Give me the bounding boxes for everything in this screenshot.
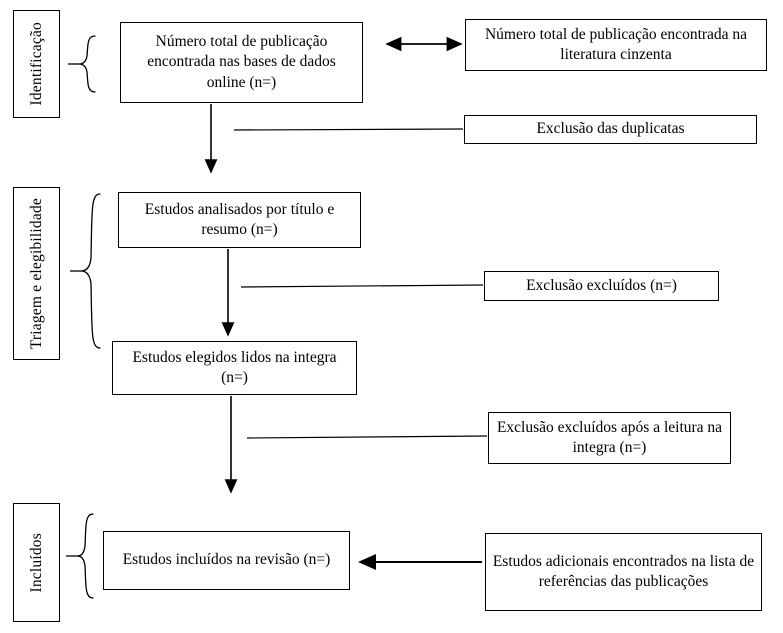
stage-label-incluidos-text: Incluídos xyxy=(27,532,45,593)
box-analisados-titulo-resumo: Estudos analisados por título e resumo (… xyxy=(118,192,361,248)
box-exclusao-excluidos: Exclusão excluídos (n=) xyxy=(484,271,719,301)
box-estudos-adicionais: Estudos adicionais encontrados na lista … xyxy=(485,533,762,611)
box-exclusao-excluidos-text: Exclusão excluídos (n=) xyxy=(526,276,677,294)
box-total-literatura-cinzenta: Número total de publicação encontrada na… xyxy=(465,19,767,71)
stage-label-identificacao: Identificação xyxy=(13,10,60,118)
box-total-bases-online: Número total de publicação encontrada na… xyxy=(120,22,363,103)
brace-identificacao-icon xyxy=(78,35,96,93)
box-estudos-adicionais-text: Estudos adicionais encontrados na lista … xyxy=(492,552,755,590)
box-total-literatura-cinzenta-text: Número total de publicação encontrada na… xyxy=(484,25,748,63)
box-incluidos-revisao: Estudos incluídos na revisão (n=) xyxy=(103,531,350,590)
box-exclusao-duplicatas-text: Exclusão das duplicatas xyxy=(536,120,685,138)
box-exclusao-duplicatas: Exclusão das duplicatas xyxy=(464,115,757,144)
brace-triagem-icon xyxy=(80,193,101,349)
leader-excluidos-icon xyxy=(240,284,484,288)
stage-label-incluidos: Incluídos xyxy=(13,503,60,622)
box-total-bases-online-text: Número total de publicação encontrada na… xyxy=(147,33,336,91)
brace-incluidos-icon xyxy=(76,513,94,599)
stage-label-triagem-text: Triagem e elegibilidade xyxy=(27,197,45,350)
leader-duplicatas-icon xyxy=(233,128,464,131)
box-analisados-titulo-resumo-text: Estudos analisados por título e resumo (… xyxy=(144,200,335,238)
box-exclusao-apos-leitura: Exclusão excluídos após a leitura na int… xyxy=(488,412,731,464)
box-elegidos-integra-text: Estudos elegidos lidos na integra (n=) xyxy=(132,348,337,386)
stage-label-identificacao-text: Identificação xyxy=(27,22,45,106)
box-elegidos-integra: Estudos elegidos lidos na integra (n=) xyxy=(112,341,357,395)
leader-apos-leitura-icon xyxy=(246,435,488,439)
box-incluidos-revisao-text: Estudos incluídos na revisão (n=) xyxy=(122,551,331,569)
stage-label-triagem: Triagem e elegibilidade xyxy=(13,187,60,360)
box-exclusao-apos-leitura-text: Exclusão excluídos após a leitura na int… xyxy=(496,418,723,456)
